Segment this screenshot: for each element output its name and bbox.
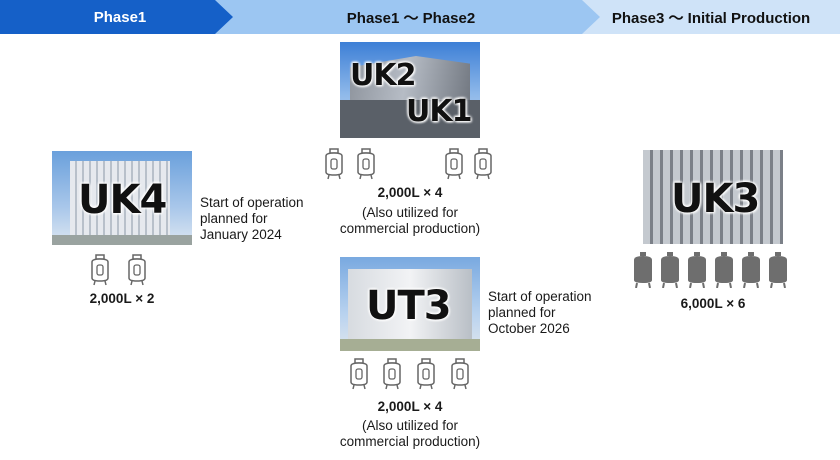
phase2-label: Phase1 ～ Phase2: [346, 9, 476, 27]
bioreactor-outline-icon: [348, 358, 370, 390]
uk3-label: UK3: [671, 176, 760, 222]
phase2-header: Phase1 ～ Phase2: [215, 0, 607, 34]
uk2-label: UK2: [350, 58, 416, 93]
ut3-label: UT3: [366, 283, 452, 329]
uk2-uk1-note-line1: (Also utilized for: [361, 205, 459, 220]
bioreactor-outline-icon: [323, 148, 345, 180]
bioreactor-outline-icon: [472, 148, 494, 180]
uk2-uk1-note-line2: commercial production): [339, 221, 481, 236]
bioreactor-outline-icon: [449, 358, 471, 390]
bioreactor-outline-icon: [381, 358, 403, 390]
ut3-note-line2: commercial production): [339, 434, 481, 449]
bioreactor-filled-icon: [767, 252, 789, 288]
phase3-label: Phase3 ～ Initial Production: [611, 9, 811, 27]
phase1-label: Phase1: [93, 8, 147, 26]
bioreactor-outline-icon: [443, 148, 465, 180]
bioreactor-filled-icon: [740, 252, 762, 288]
ut3-schedule-line3: October 2026: [488, 321, 570, 336]
ut3-schedule-line2: planned for: [488, 305, 556, 320]
uk2-uk1-capacity: 2,000L × 4: [377, 185, 443, 200]
ut3-schedule-line1: Start of operation: [488, 289, 592, 304]
phase1-header: Phase1: [0, 0, 240, 34]
ut3-schedule: Start of operation planned for October 2…: [488, 289, 592, 337]
bioreactor-outline-icon: [126, 254, 148, 286]
bioreactor-filled-icon: [632, 252, 654, 288]
bioreactor-outline-icon: [89, 254, 111, 286]
ut3-capacity: 2,000L × 4: [377, 399, 443, 414]
uk4-schedule-line3: January 2024: [200, 227, 282, 242]
uk4-schedule-line1: Start of operation: [200, 195, 304, 210]
bioreactor-outline-icon: [415, 358, 437, 390]
ut3-note-line1: (Also utilized for: [361, 418, 459, 433]
uk4-schedule: Start of operation planned for January 2…: [200, 195, 304, 243]
bioreactor-filled-icon: [659, 252, 681, 288]
uk3-building-photo: UK3: [643, 150, 783, 244]
uk4-label: UK4: [78, 177, 167, 223]
uk4-capacity: 2,000L × 2: [89, 291, 155, 306]
phase3-header: Phase3 ～ Initial Production: [582, 0, 840, 34]
uk3-capacity: 6,000L × 6: [680, 296, 746, 311]
uk4-building-photo: UK4: [52, 151, 192, 245]
bioreactor-outline-icon: [355, 148, 377, 180]
ut3-building-photo: UT3: [340, 257, 480, 351]
bioreactor-filled-icon: [686, 252, 708, 288]
bioreactor-filled-icon: [713, 252, 735, 288]
uk1-label: UK1: [406, 94, 472, 129]
uk4-schedule-line2: planned for: [200, 211, 268, 226]
uk2-uk1-building-photo: UK2 UK1: [340, 42, 480, 138]
